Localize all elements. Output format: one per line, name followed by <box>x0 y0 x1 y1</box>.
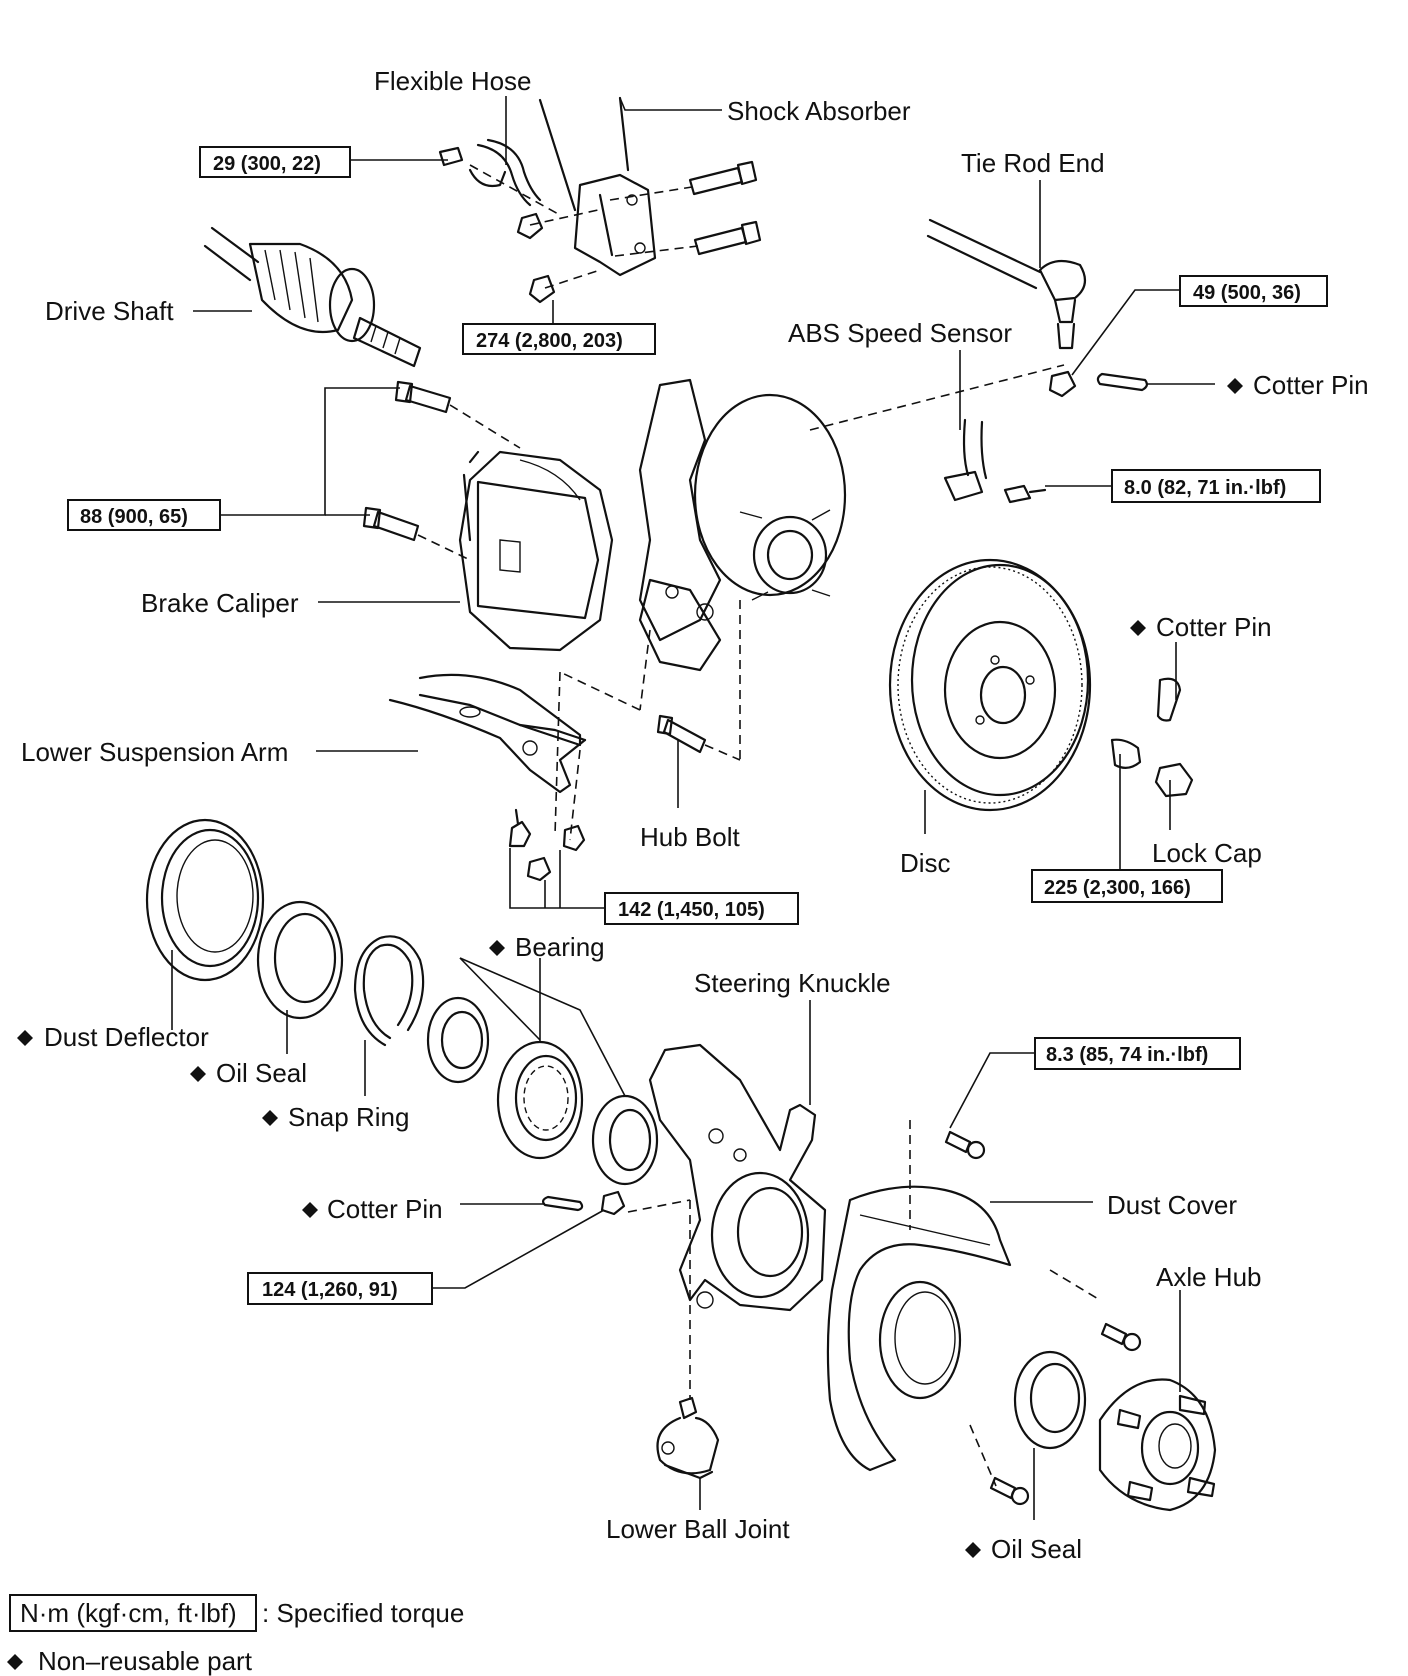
cotter-pin-right-label: Cotter Pin <box>1156 612 1272 642</box>
diamond-icon <box>489 940 505 956</box>
diamond-icon <box>1130 620 1146 636</box>
dust-cover-drawing <box>826 1185 1012 1472</box>
drive-shaft-label: Drive Shaft <box>45 296 174 326</box>
oil-seal-right-drawing <box>1013 1350 1087 1450</box>
shock-absorber-label: Shock Absorber <box>727 96 911 126</box>
torque-value: 142 (1,450, 105) <box>618 899 765 921</box>
torque-value: 124 (1,260, 91) <box>262 1279 398 1301</box>
axle-hub-drawing <box>1098 1378 1217 1512</box>
brake-caliper-label: Brake Caliper <box>141 588 299 618</box>
torque-value: 49 (500, 36) <box>1193 282 1301 304</box>
torque-value: 8.3 (85, 74 in.·lbf) <box>1046 1044 1208 1066</box>
arm-nuts-drawing <box>508 808 586 882</box>
abs-speed-sensor-label: ABS Speed Sensor <box>788 318 1012 348</box>
diamond-icon <box>1227 378 1243 394</box>
oil-seal-left-label: Oil Seal <box>216 1058 307 1088</box>
diamond-icon <box>190 1066 206 1082</box>
flexible-hose-label: Flexible Hose <box>374 66 532 96</box>
non-reusable-markers <box>7 378 1243 1670</box>
strut-bolts-drawing <box>516 160 762 304</box>
dust-deflector-label: Dust Deflector <box>44 1022 209 1052</box>
lock-cap-label: Lock Cap <box>1152 838 1262 868</box>
torque-box-axle-nut: 225 (2,300, 166) <box>1031 869 1223 903</box>
steering-knuckle-assembly-drawing <box>638 378 847 672</box>
torque-box-arm: 142 (1,450, 105) <box>604 892 799 925</box>
brake-caliper-drawing <box>458 450 614 652</box>
bearing-drawing <box>426 996 659 1186</box>
disc-label: Disc <box>900 848 951 878</box>
torque-box-dust-cover: 8.3 (85, 74 in.·lbf) <box>1034 1037 1241 1070</box>
assembly-dashed-lines <box>417 164 1101 1487</box>
diamond-icon <box>302 1202 318 1218</box>
lower-suspension-arm-drawing <box>388 673 587 794</box>
lower-ball-joint-label: Lower Ball Joint <box>606 1514 790 1544</box>
diamond-icon <box>17 1030 33 1046</box>
drive-shaft-drawing <box>203 226 422 368</box>
torque-value: 8.0 (82, 71 in.·lbf) <box>1124 477 1286 499</box>
legend: N·m (kgf·cm, ft·lbf) : Specified torque … <box>9 1594 464 1676</box>
lower-ball-joint-drawing <box>656 1396 720 1480</box>
cotter-pin-top-label: Cotter Pin <box>1253 370 1369 400</box>
diamond-icon <box>262 1110 278 1126</box>
axle-nut-and-lock-cap-drawing <box>1110 677 1194 798</box>
steering-knuckle-drawing <box>648 1043 827 1312</box>
torque-value: 225 (2,300, 166) <box>1044 877 1191 899</box>
diamond-icon <box>965 1542 981 1558</box>
oil-seal-left-drawing <box>256 900 344 1020</box>
tie-rod-end-label: Tie Rod End <box>961 148 1105 178</box>
bearing-label: Bearing <box>515 932 605 962</box>
hub-bolt-label: Hub Bolt <box>640 822 740 852</box>
legend-non-reusable: Non–reusable part <box>38 1646 253 1676</box>
torque-box-strut: 274 (2,800, 203) <box>462 323 656 355</box>
steering-knuckle-label: Steering Knuckle <box>694 968 891 998</box>
cotter-pin-bottom-label: Cotter Pin <box>327 1194 443 1224</box>
flexible-hose-drawing <box>438 138 542 207</box>
dust-deflector-drawing <box>145 818 265 982</box>
lower-suspension-arm-label: Lower Suspension Arm <box>21 737 288 767</box>
caliper-bolts-drawing <box>362 380 452 542</box>
dust-cover-label: Dust Cover <box>1107 1190 1237 1220</box>
abs-sensor-drawing <box>943 418 1047 504</box>
tie-rod-end-drawing <box>926 218 1087 350</box>
legend-torque-desc: : Specified torque <box>262 1598 464 1628</box>
torque-box-caliper: 88 (900, 65) <box>67 499 221 531</box>
dust-cover-bolts-drawing <box>944 1130 1142 1506</box>
diamond-icon <box>7 1654 23 1670</box>
legend-torque-unit: N·m (kgf·cm, ft·lbf) <box>20 1598 237 1628</box>
oil-seal-right-label: Oil Seal <box>991 1534 1082 1564</box>
torque-box-abs-sensor: 8.0 (82, 71 in.·lbf) <box>1111 469 1321 503</box>
ball-joint-nut-and-pin-drawing <box>541 1190 626 1216</box>
torque-value: 29 (300, 22) <box>213 153 321 175</box>
snap-ring-drawing <box>353 935 425 1047</box>
tie-rod-nut-and-pin-drawing <box>1048 370 1149 398</box>
torque-box-flexible-hose: 29 (300, 22) <box>199 146 351 178</box>
torque-box-tie-rod: 49 (500, 36) <box>1179 275 1328 307</box>
leader-lines <box>171 96 1215 1520</box>
snap-ring-label: Snap Ring <box>288 1102 409 1132</box>
shock-absorber-drawing <box>538 96 657 277</box>
disc-drawing <box>888 558 1092 812</box>
torque-value: 88 (900, 65) <box>80 506 188 528</box>
torque-box-ball-joint: 124 (1,260, 91) <box>247 1272 433 1305</box>
torque-value: 274 (2,800, 203) <box>476 330 623 352</box>
hub-bolt-drawing <box>656 714 707 754</box>
axle-hub-label: Axle Hub <box>1156 1262 1262 1292</box>
